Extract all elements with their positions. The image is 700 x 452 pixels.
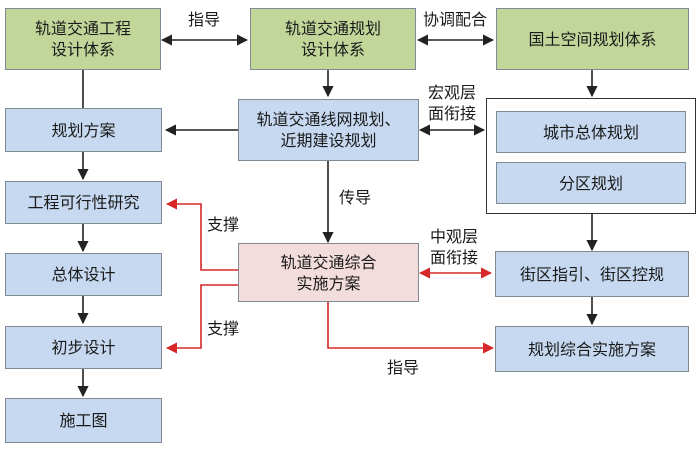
label-support-upper: 支撑	[206, 215, 239, 234]
label-macro-interface: 宏观层 面衔接	[427, 83, 476, 123]
arrow-guide-bottom	[327, 302, 495, 354]
label-guide-bottom: 指导	[386, 358, 419, 377]
preliminary-design: 初步设计	[5, 326, 162, 369]
arrow-support-upper	[165, 198, 238, 271]
planning-scheme: 规划方案	[5, 108, 162, 152]
rail-engineering-design-system: 轨道交通工程 设计体系	[5, 8, 161, 70]
integrated-implementation-scheme: 规划综合实施方案	[495, 326, 689, 372]
label-transmit: 传导	[338, 188, 371, 207]
label-guide-top: 指导	[187, 10, 220, 29]
network-and-near-term-plan: 轨道交通线网规划、 近期建设规划	[238, 99, 419, 161]
overall-design: 总体设计	[5, 253, 162, 296]
rail-planning-design-system: 轨道交通规划 设计体系	[250, 8, 416, 70]
label-support-lower: 支撑	[206, 319, 239, 338]
feasibility-study: 工程可行性研究	[5, 181, 162, 224]
city-master-plan: 城市总体规划	[496, 111, 686, 153]
construction-drawing: 施工图	[5, 398, 162, 443]
territorial-spatial-planning-system: 国土空间规划体系	[496, 8, 689, 70]
arrow-support-lower	[165, 284, 238, 354]
integrated-implementation-plan: 轨道交通综合 实施方案	[238, 243, 419, 302]
label-meso-interface: 中观层 面衔接	[429, 227, 478, 267]
label-coordinate: 协调配合	[422, 10, 487, 29]
district-plan: 分区规划	[496, 162, 686, 204]
block-guidance-and-control: 街区指引、街区控规	[495, 251, 689, 297]
